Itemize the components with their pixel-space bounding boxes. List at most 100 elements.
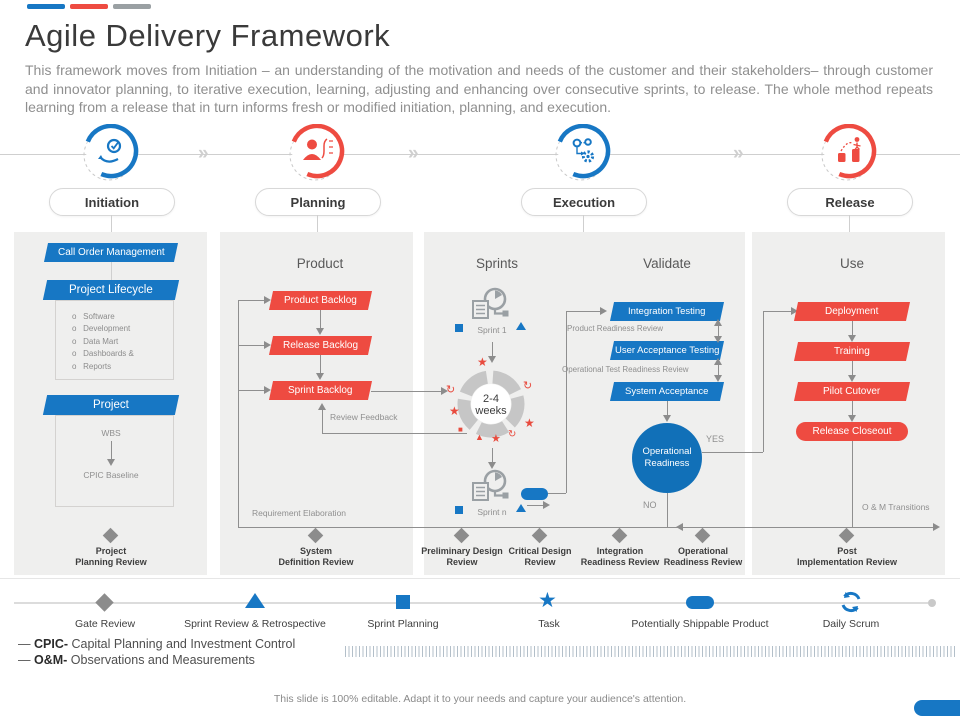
legend-label: Daily Scrum <box>822 618 880 630</box>
phase-label-planning: Planning <box>255 188 381 216</box>
sprint-planning-marker <box>455 506 463 514</box>
phase-label-release: Release <box>787 188 913 216</box>
project-box <box>55 415 174 507</box>
legend-label: Task <box>538 618 560 630</box>
legend-line <box>14 602 928 604</box>
legend-label: Gate Review <box>74 618 136 630</box>
svg-text:2-4: 2-4 <box>483 393 499 405</box>
gate-review-icon <box>95 593 114 612</box>
triangle-icon: ▲ <box>475 432 484 442</box>
requirement-elaboration-label: Requirement Elaboration <box>252 508 347 518</box>
use-header: Use <box>839 256 864 271</box>
om-transitions-label: O & M Transitions <box>862 502 930 512</box>
wbs-label: WBS <box>101 428 121 438</box>
list-item: o Dashboards & <box>72 349 134 359</box>
page-title: Agile Delivery Framework <box>25 18 391 53</box>
sprint-loop-icon <box>83 124 139 181</box>
refresh-icon: ↻ <box>446 384 456 396</box>
footer-note: This slide is 100% editable. Adapt it to… <box>273 693 687 705</box>
sprints-header: Sprints <box>475 256 519 271</box>
star-icon: ★ <box>477 355 488 369</box>
svg-text:weeks: weeks <box>474 405 507 417</box>
person-checklist-icon <box>289 124 345 181</box>
footer-corner-tab <box>914 700 960 716</box>
sprint-planning-icon <box>396 595 410 609</box>
release-backlog-banner: Release Backlog <box>268 336 373 355</box>
legend-label: Potentially Shippable Product <box>631 618 769 630</box>
planning-panel <box>220 232 413 575</box>
task-icon: ★ <box>538 589 557 612</box>
cpic-baseline-label: CPIC Baseline <box>83 470 139 480</box>
shippable-product-marker <box>521 488 548 500</box>
legend-end-dot <box>928 599 936 607</box>
accent-dash-gray <box>113 4 151 9</box>
star-icon: ★ <box>449 404 460 418</box>
process-gears-icon <box>555 124 611 181</box>
milestone-climb-icon <box>821 124 877 181</box>
call-order-management-banner: Call Order Management <box>43 243 179 262</box>
legend-label: Sprint Review & Retrospective <box>184 618 326 630</box>
refresh-icon: ↻ <box>508 429 517 440</box>
no-label: NO <box>643 500 657 510</box>
sprint-planning-marker <box>455 324 463 332</box>
project-lifecycle-box <box>55 300 174 380</box>
list-item: o Data Mart <box>72 336 119 346</box>
sprint-report-icon <box>472 287 509 319</box>
chevron-right-icon: » <box>733 143 743 164</box>
product-backlog-banner: Product Backlog <box>268 291 373 310</box>
operational-test-readiness-label: Operational Test Readiness Review <box>562 365 689 374</box>
square-icon: ■ <box>458 425 463 434</box>
accent-dash-red <box>70 4 108 9</box>
lifecycle-list: o Software o Development o Data Mart o D… <box>72 311 134 373</box>
integration-testing-banner: Integration Testing <box>609 302 725 321</box>
sprint-review-marker <box>516 504 526 512</box>
phase-label-execution: Execution <box>521 188 647 216</box>
validate-header: Validate <box>643 256 691 271</box>
slide-description: This framework moves from Initiation – a… <box>25 62 933 116</box>
user-acceptance-testing-banner: User Acceptance Testing <box>609 341 725 360</box>
release-panel <box>752 232 945 575</box>
sprint-backlog-banner: Sprint Backlog <box>268 381 373 400</box>
sprint-cycle: 2-4 weeks <box>457 370 525 438</box>
accent-dash-blue <box>27 4 65 9</box>
pilot-cutover-banner: Pilot Cutover <box>793 382 911 401</box>
process-line <box>0 154 960 155</box>
system-acceptance-banner: System Acceptance <box>609 382 725 401</box>
project-lifecycle-banner: Project Lifecycle <box>42 280 180 300</box>
section-divider <box>0 578 960 579</box>
om-definition: — O&M- Observations and Measurements <box>18 653 255 667</box>
list-item: o Software <box>72 312 115 321</box>
shippable-product-icon <box>686 596 714 609</box>
phase-label-initiation: Initiation <box>49 188 175 216</box>
product-readiness-review-label: Product Readiness Review <box>567 324 664 333</box>
yes-label: YES <box>706 434 725 444</box>
deployment-banner: Deployment <box>793 302 911 321</box>
refresh-icon: ↻ <box>523 380 533 392</box>
ticker-decoration <box>345 646 957 657</box>
release-closeout-pill: Release Closeout <box>796 422 908 441</box>
list-item: o Development <box>72 324 131 334</box>
sprint-report-icon <box>472 469 509 501</box>
chevron-right-icon: » <box>408 143 418 164</box>
sprintn-label: Sprint n <box>477 507 507 517</box>
project-banner: Project <box>42 395 180 415</box>
daily-scrum-icon <box>841 591 861 613</box>
sprint1-label: Sprint 1 <box>477 325 507 335</box>
review-feedback-label: Review Feedback <box>330 412 398 422</box>
training-banner: Training <box>793 342 911 361</box>
chevron-right-icon: » <box>198 143 208 164</box>
sprint-review-marker <box>516 322 526 330</box>
sprint-review-icon <box>245 593 265 608</box>
list-item: o Reports <box>72 361 112 371</box>
cpic-definition: — CPIC- Capital Planning and Investment … <box>18 637 296 651</box>
star-icon: ★ <box>524 416 535 430</box>
legend-label: Sprint Planning <box>367 618 439 630</box>
star-icon: ★ <box>491 433 501 445</box>
